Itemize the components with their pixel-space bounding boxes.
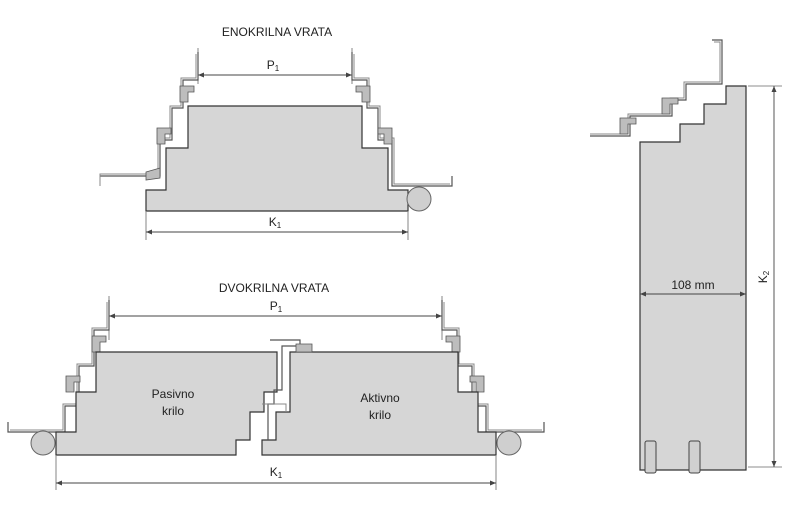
side-frame-inner [590,41,721,135]
active-leaf [261,351,497,456]
single-door-section: ENOKRILNA VRATA P1 K1 [99,25,453,240]
passive-leaf-label-1: Pasivno [152,387,195,401]
single-door-leaf [145,105,409,212]
single-gasket-5 [145,167,161,181]
active-leaf-label-1: Aktivno [360,391,400,405]
double-gasket-1 [91,335,107,353]
double-frame-right-inner [443,302,542,431]
single-k1-label: K1 [269,215,282,230]
double-roller-right [496,430,522,456]
double-gasket-3 [65,375,81,393]
side-gasket-2 [619,117,637,135]
double-door-title: DVOKRILNA VRATA [219,281,329,295]
double-frame-right [441,300,545,433]
double-gasket-2 [445,335,461,353]
single-gasket-2 [355,85,371,103]
single-gasket-1 [179,85,195,103]
side-gasket-1 [661,97,679,115]
side-roller-2 [688,440,701,474]
single-p1-label: P1 [267,58,280,73]
single-roller [406,186,432,212]
single-frame-left [100,52,199,177]
double-p1-label: P1 [270,299,283,314]
single-door-title: ENOKRILNA VRATA [222,25,332,39]
active-leaf-label-2: krilo [369,408,391,422]
side-frame-outer [590,39,723,137]
double-frame-left-inner [10,302,108,431]
single-frame-right [351,52,453,187]
double-roller-left [30,430,56,456]
passive-leaf [55,351,278,456]
single-frame-right-inner [353,54,450,185]
center-rebate [262,403,287,412]
side-roller-1 [644,440,657,474]
double-frame-left [7,300,110,433]
double-door-section: DVOKRILNA VRATA P1 Pasivno krilo Aktivno… [7,281,545,490]
side-door-leaf [639,85,747,471]
side-k2-label: K2 [756,270,771,283]
single-frame-left-inner [99,54,197,186]
double-k1-label: K1 [270,465,283,480]
single-gasket-3 [156,127,172,145]
single-gasket-4 [377,127,393,145]
passive-leaf-label-2: krilo [162,404,184,418]
center-gasket [295,343,313,353]
side-section: 108 mm K2 [590,39,782,474]
side-thickness-label: 108 mm [671,278,714,292]
